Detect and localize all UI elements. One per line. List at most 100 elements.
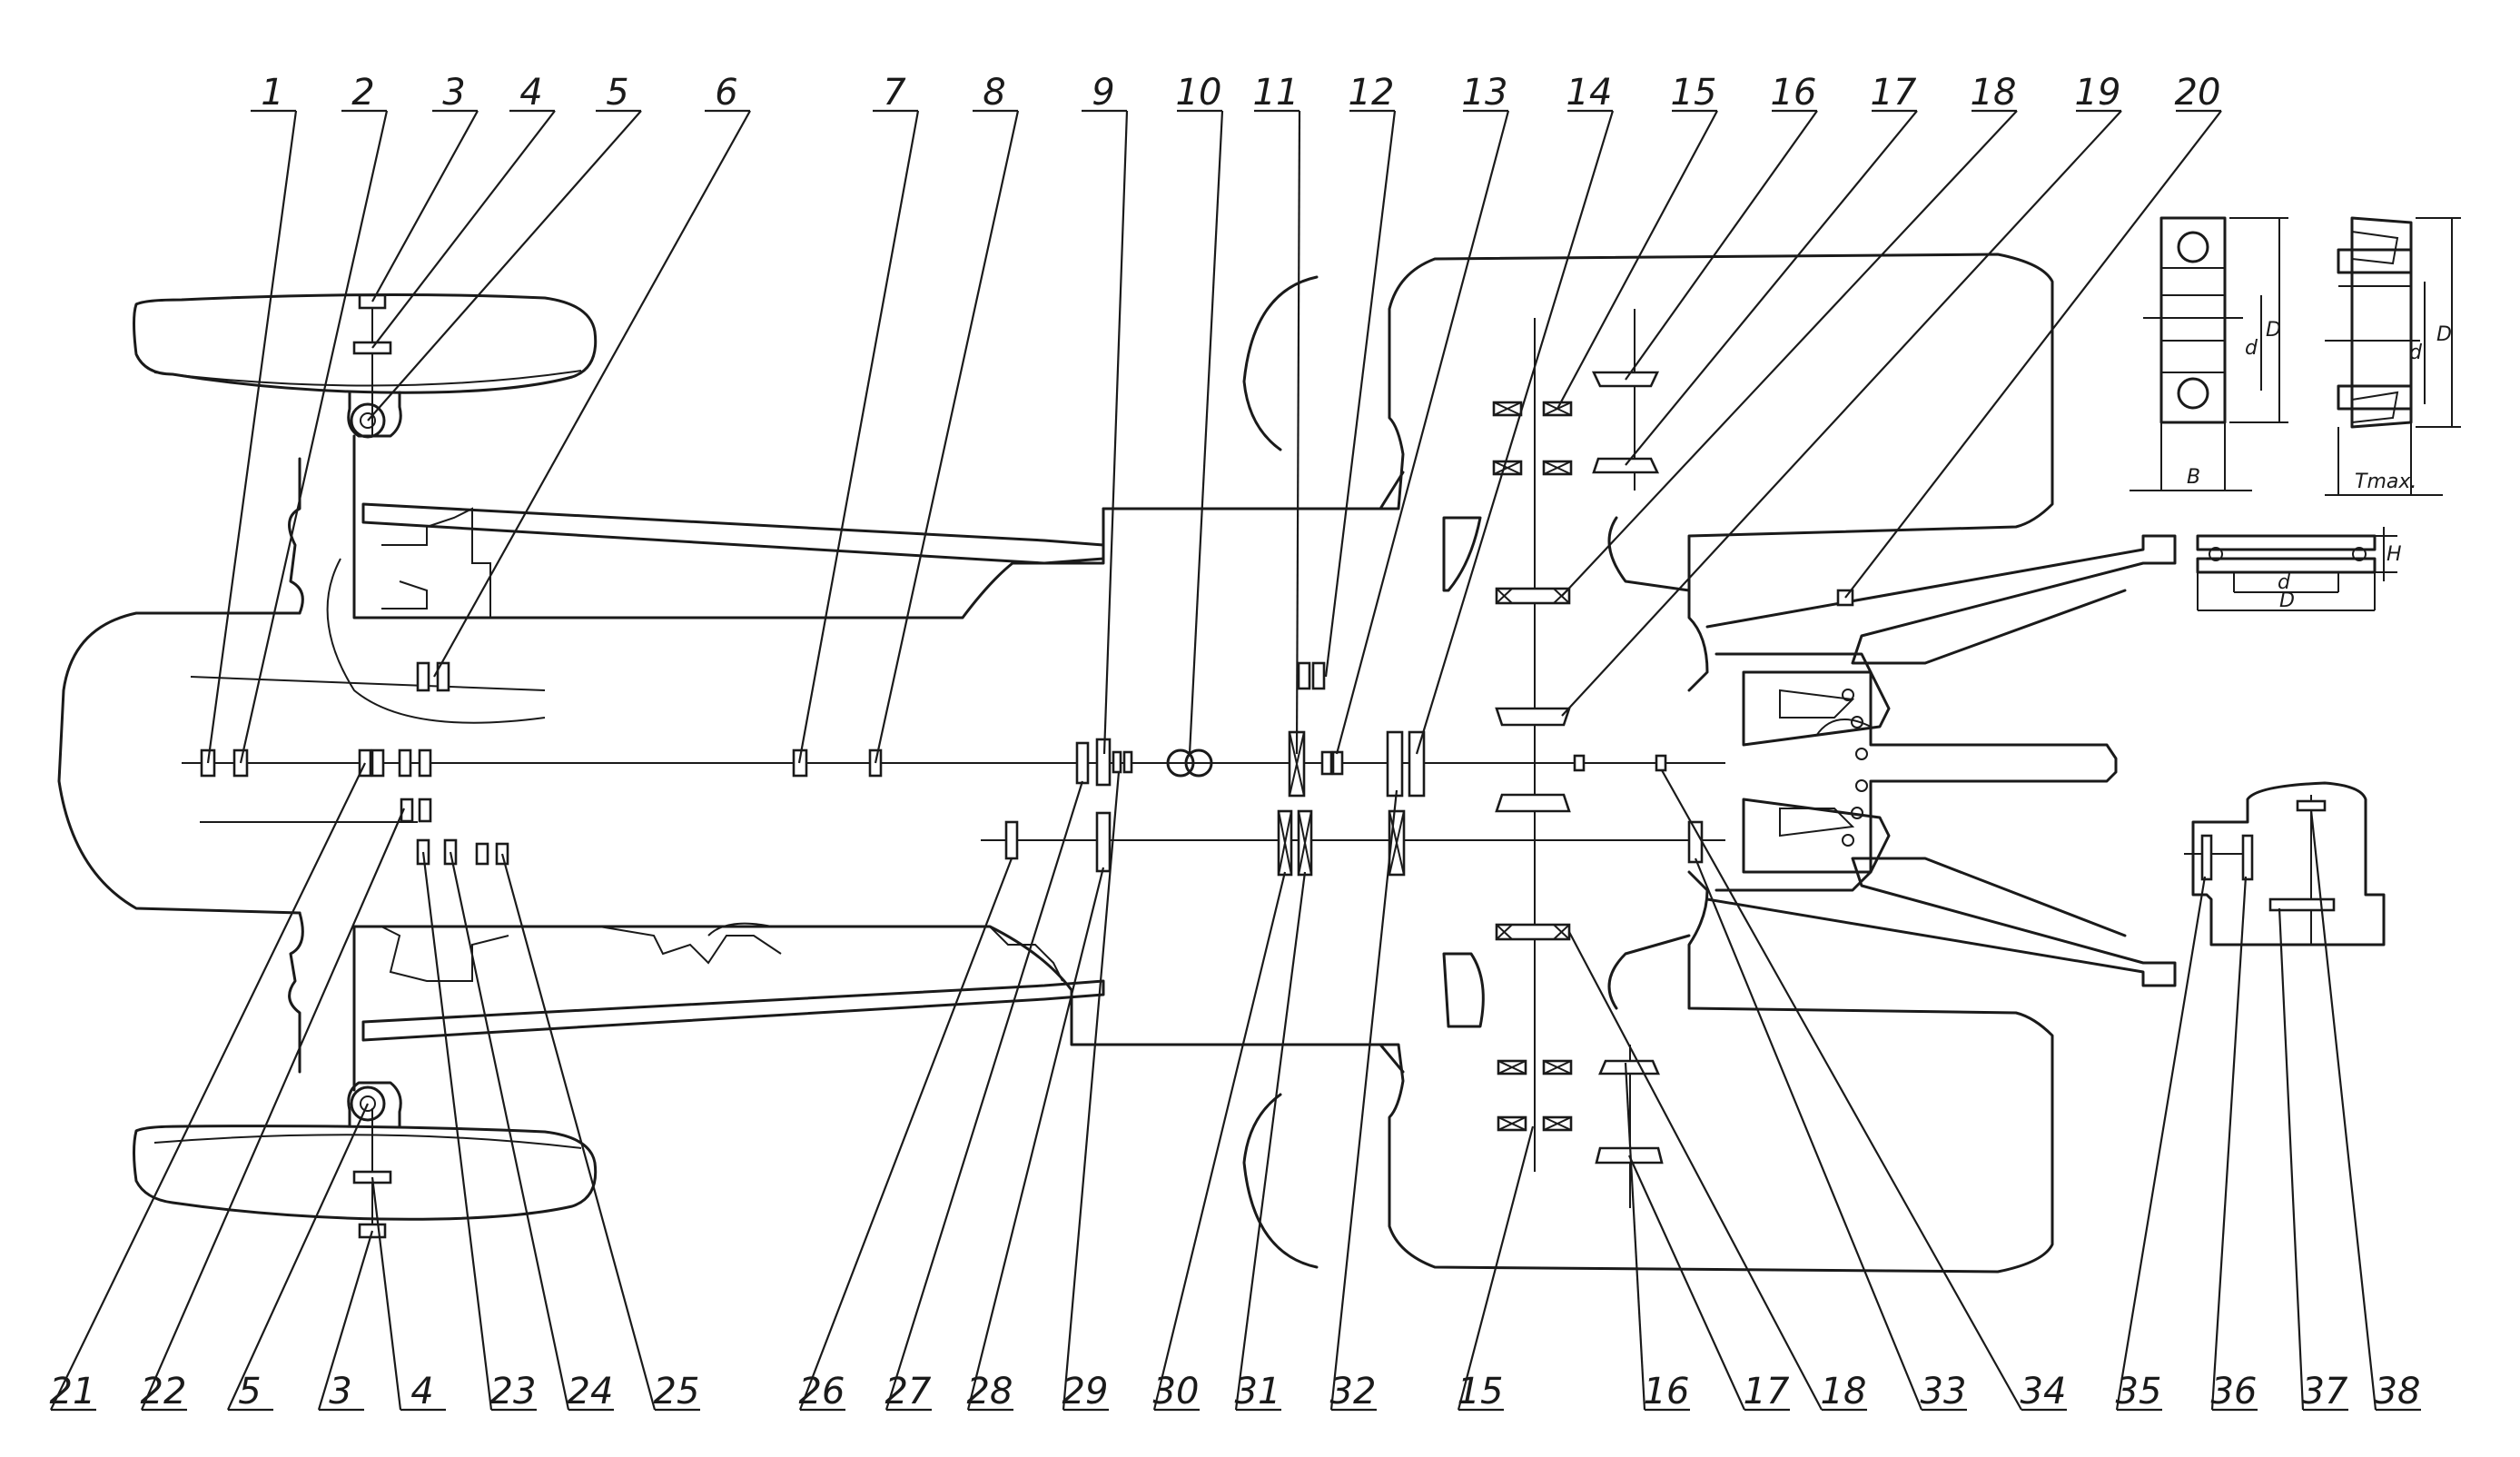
callout-label: 3 (442, 72, 465, 114)
bearing-25a (475, 842, 489, 866)
callout-label: 21 (50, 1371, 96, 1412)
callout-16: 16 (1625, 72, 1818, 381)
callout-32: 32 (1329, 789, 1398, 1412)
callout-label: 36 (2211, 1371, 2258, 1412)
bearing-27 (1075, 741, 1090, 785)
callout-leader (1102, 110, 1129, 755)
thrust-bearing-H-label: H (2387, 543, 2402, 566)
callout-12: 12 (1324, 72, 1397, 678)
callout-leader (874, 110, 1020, 764)
callout-leader (2278, 907, 2305, 1411)
callout-8: 8 (874, 72, 1020, 764)
callout-label: 24 (568, 1371, 614, 1412)
inset-ball-bearing: B d D (2130, 216, 2288, 491)
king-pin-bottom (350, 1085, 386, 1122)
bearing-15-bottom (1497, 1059, 1573, 1132)
callout-label: 31 (1235, 1371, 1281, 1412)
bearing-34a (1573, 754, 1586, 772)
callout-leader (371, 1176, 402, 1411)
callout-leader (1335, 110, 1510, 755)
callout-label: 5 (606, 72, 628, 114)
callout-leader (1062, 771, 1121, 1411)
bearing-10a (1166, 748, 1195, 778)
bearing-20 (1495, 793, 1571, 813)
bearing-21b (371, 748, 385, 778)
callout-label: 9 (1092, 72, 1114, 114)
callout-label: 6 (715, 72, 737, 114)
callout-leader (206, 110, 298, 764)
callout-leader (1568, 931, 1823, 1411)
callout-18: 18 (1568, 931, 1867, 1412)
tapered-bearing-d-label: d (2409, 342, 2423, 364)
callout-1: 1 (206, 72, 298, 764)
engine-body (57, 611, 301, 915)
callout-label: 14 (1566, 72, 1613, 114)
callout-4: 4 (371, 72, 556, 349)
bearing-26 (1004, 820, 1019, 860)
callout-36: 36 (2211, 876, 2258, 1412)
callout-11: 11 (1253, 72, 1301, 755)
inset-thrust-bearing: H d D (2196, 527, 2402, 612)
pto-detail (2184, 781, 2386, 947)
callout-leader (2115, 876, 2207, 1411)
thrust-bearing-D-label: D (2279, 590, 2295, 612)
callout-leader (1694, 857, 1923, 1411)
callout-leader (500, 853, 657, 1411)
callout-leader (317, 1230, 374, 1411)
callout-leader (1415, 110, 1615, 755)
callout-label: 35 (2116, 1371, 2162, 1412)
callout-label: 8 (983, 72, 1005, 114)
bearing-6b (436, 661, 450, 692)
bearing-markers (200, 293, 1854, 1239)
callout-leader (371, 110, 479, 302)
callout-leader (1329, 789, 1398, 1411)
callout-label: 33 (1921, 1371, 1967, 1412)
callout-label: 4 (410, 1371, 433, 1412)
callout-label: 19 (2075, 72, 2121, 114)
callout-leader (1624, 1062, 1646, 1411)
callout-21: 21 (50, 762, 366, 1412)
ball-bearing-B-label: B (2187, 466, 2200, 489)
bearing-18-top (1495, 587, 1571, 605)
callout-leader (1625, 110, 1818, 381)
callout-label: 13 (1462, 72, 1508, 114)
bearing-11 (1288, 730, 1306, 798)
callout-13: 13 (1335, 72, 1510, 755)
callout-10: 10 (1176, 72, 1224, 755)
callout-label: 17 (1744, 1371, 1790, 1412)
callout-27: 27 (885, 780, 1084, 1412)
bearing-11-top (1297, 661, 1311, 690)
callout-label: 15 (1671, 72, 1717, 114)
callout-18: 18 (1561, 72, 2018, 597)
callout-25: 25 (500, 853, 700, 1412)
callout-leader (1661, 769, 2022, 1411)
callout-17: 17 (1627, 1155, 1790, 1412)
front-wheel-bottom (133, 1125, 598, 1221)
callout-leader (797, 110, 920, 764)
callout-26: 26 (799, 857, 1013, 1412)
callout-34: 34 (1661, 769, 2067, 1412)
callout-5: 5 (367, 72, 642, 421)
inset-tapered-bearing: Tmax. d D (2325, 216, 2461, 496)
callout-leader (1561, 110, 2122, 717)
callout-33: 33 (1694, 857, 1967, 1412)
callout-9: 9 (1082, 72, 1129, 755)
callout-label: 4 (519, 72, 542, 114)
callout-38: 38 (2309, 809, 2421, 1412)
bearing-30 (1277, 809, 1293, 877)
callout-label: 12 (1349, 72, 1395, 114)
callout-label: 32 (1330, 1371, 1377, 1412)
callout-label: 37 (2302, 1371, 2348, 1412)
callout-leader (1561, 110, 2018, 597)
callout-label: 11 (1253, 72, 1300, 114)
callout-leader (1324, 110, 1397, 678)
callout-29: 29 (1062, 771, 1121, 1412)
bearing-17-top (1592, 457, 1660, 474)
bearing-9 (1095, 738, 1112, 787)
drag-link-top (361, 502, 1105, 565)
bearing-29b (1122, 750, 1133, 774)
ball-bearing-D-label: D (2266, 319, 2281, 342)
callout-leader (2309, 809, 2377, 1411)
